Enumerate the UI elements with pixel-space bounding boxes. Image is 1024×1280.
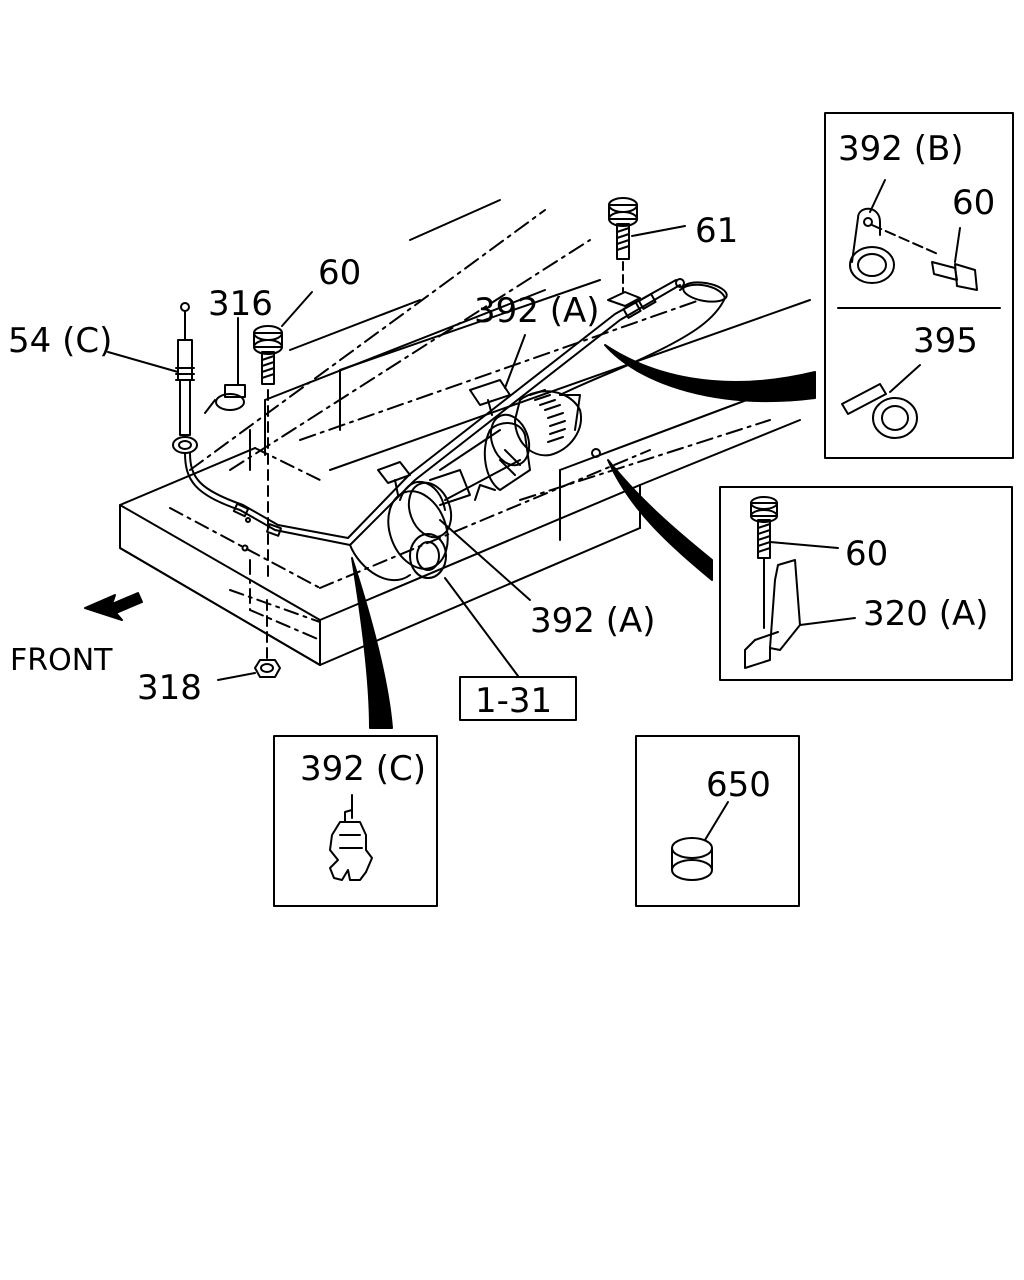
label-650: 650 (706, 765, 771, 805)
clamp-392a (377, 379, 531, 539)
label-395: 395 (913, 321, 978, 361)
pointer-to-inset-b (604, 344, 816, 402)
label-inset-b-60: 60 (952, 183, 995, 223)
part-labels: 54 (C) 316 60 61 392 (A) 392 (A) 318 FRO… (8, 129, 995, 805)
bolt-60-top (253, 325, 283, 579)
nut-318 (254, 599, 281, 678)
inset-box-650 (635, 735, 800, 907)
label-front: FRONT (10, 643, 113, 678)
inset-box-392b-395 (824, 112, 1014, 459)
inset-box-60-320a (719, 486, 1013, 681)
intake-duct-assembly (349, 281, 728, 582)
pointer-to-inset-a (607, 459, 713, 581)
pointer-to-inset-c (351, 557, 393, 729)
label-inset-a-60: 60 (845, 534, 888, 574)
label-392a-top: 392 (A) (474, 291, 600, 331)
inset-box-392c (273, 735, 438, 907)
label-316: 316 (208, 284, 273, 324)
label-60-top: 60 (318, 253, 361, 293)
label-61: 61 (695, 211, 738, 251)
label-54c: 54 (C) (8, 321, 112, 361)
vehicle-floor-frame (119, 199, 811, 666)
label-ref-1-31: 1-31 (475, 681, 552, 721)
front-arrow-icon (84, 592, 143, 621)
label-320a: 320 (A) (863, 594, 989, 634)
label-392b: 392 (B) (838, 129, 964, 169)
clip-316 (204, 384, 246, 414)
control-cable-54c (172, 278, 685, 546)
leader-lines (107, 225, 686, 681)
label-392c: 392 (C) (300, 749, 426, 789)
bolt-61 (607, 197, 641, 307)
label-392a-bottom: 392 (A) (530, 601, 656, 641)
label-318: 318 (137, 668, 202, 708)
reference-box-1-31 (459, 676, 577, 721)
